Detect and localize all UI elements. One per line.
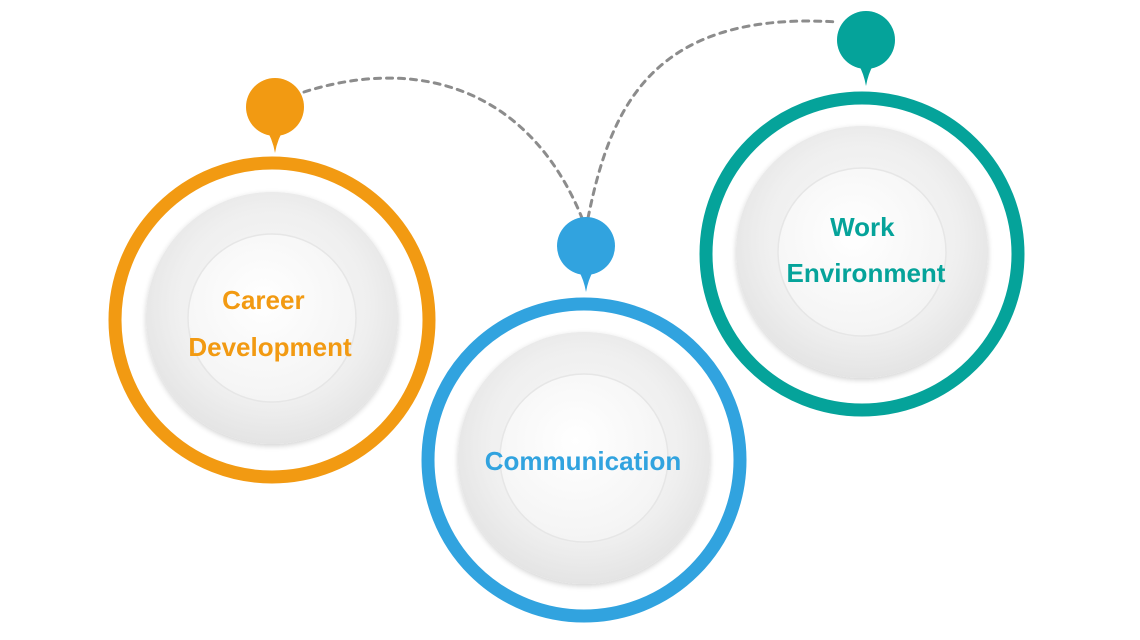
map-pin-icon bbox=[557, 217, 615, 292]
connector-communication-to-work bbox=[586, 19, 840, 220]
label-line-2: Development bbox=[188, 332, 352, 362]
node-label: Communication bbox=[485, 446, 681, 476]
label-line-1: Communication bbox=[485, 446, 681, 476]
connector-career-to-communication bbox=[302, 76, 584, 220]
label-line-1: Work bbox=[830, 212, 895, 242]
inner-center bbox=[777, 167, 947, 337]
inner-center bbox=[187, 233, 357, 403]
map-pin-icon bbox=[837, 11, 895, 86]
node-career-development: Career Development bbox=[108, 78, 436, 484]
map-pin-icon bbox=[246, 78, 304, 153]
label-line-1: Career bbox=[222, 285, 304, 315]
inner-center bbox=[499, 373, 669, 543]
node-work-environment: Work Environment bbox=[699, 11, 1025, 417]
node-communication: Communication bbox=[421, 217, 747, 623]
node-label: Work Environment bbox=[787, 212, 946, 288]
node-label: Career Development bbox=[188, 285, 352, 362]
label-line-2: Environment bbox=[787, 258, 946, 288]
